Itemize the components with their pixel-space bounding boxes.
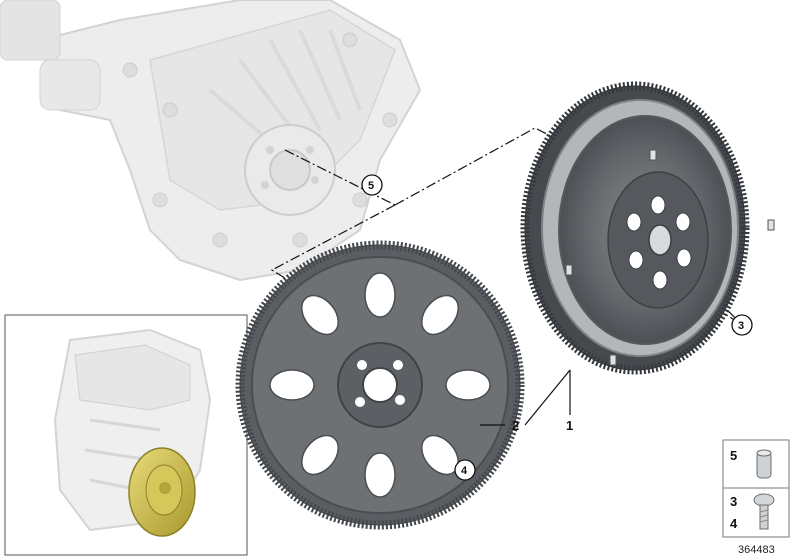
flexplate <box>235 240 525 530</box>
callout-flywheel-bolt: 3 <box>731 314 753 336</box>
callout-flywheel: 1 <box>566 418 573 433</box>
flywheel-dowels <box>565 149 775 366</box>
svg-text:1: 1 <box>566 418 573 433</box>
reference-number: 364483 <box>738 544 775 556</box>
svg-text:4: 4 <box>730 516 738 531</box>
flexplate-cutouts <box>269 272 491 498</box>
engine-housing-bolts <box>122 32 398 248</box>
callout-crank-bolt: 5 <box>361 174 383 196</box>
bolt-icon <box>753 493 775 530</box>
svg-text:4: 4 <box>461 465 468 477</box>
engine-inset <box>4 314 248 556</box>
svg-text:3: 3 <box>730 494 737 509</box>
svg-text:5: 5 <box>368 180 374 192</box>
leader-lines <box>480 369 571 426</box>
hardware-legend: 5 3 4 <box>722 439 790 538</box>
dual-mass-flywheel <box>520 81 775 375</box>
callout-flexplate: 2 <box>512 418 519 433</box>
svg-text:5: 5 <box>730 448 737 463</box>
crankshaft-end <box>0 0 101 111</box>
engine-inset-flywheel-highlight <box>128 447 196 537</box>
svg-text:3: 3 <box>738 320 744 332</box>
flywheel-bolt-holes <box>626 195 692 290</box>
callout-flexplate-bolt: 4 <box>454 459 476 481</box>
svg-text:2: 2 <box>512 418 519 433</box>
dowel-pin-icon <box>756 449 772 479</box>
crankshaft-flange <box>244 124 336 216</box>
engine-block-housing <box>0 0 422 282</box>
